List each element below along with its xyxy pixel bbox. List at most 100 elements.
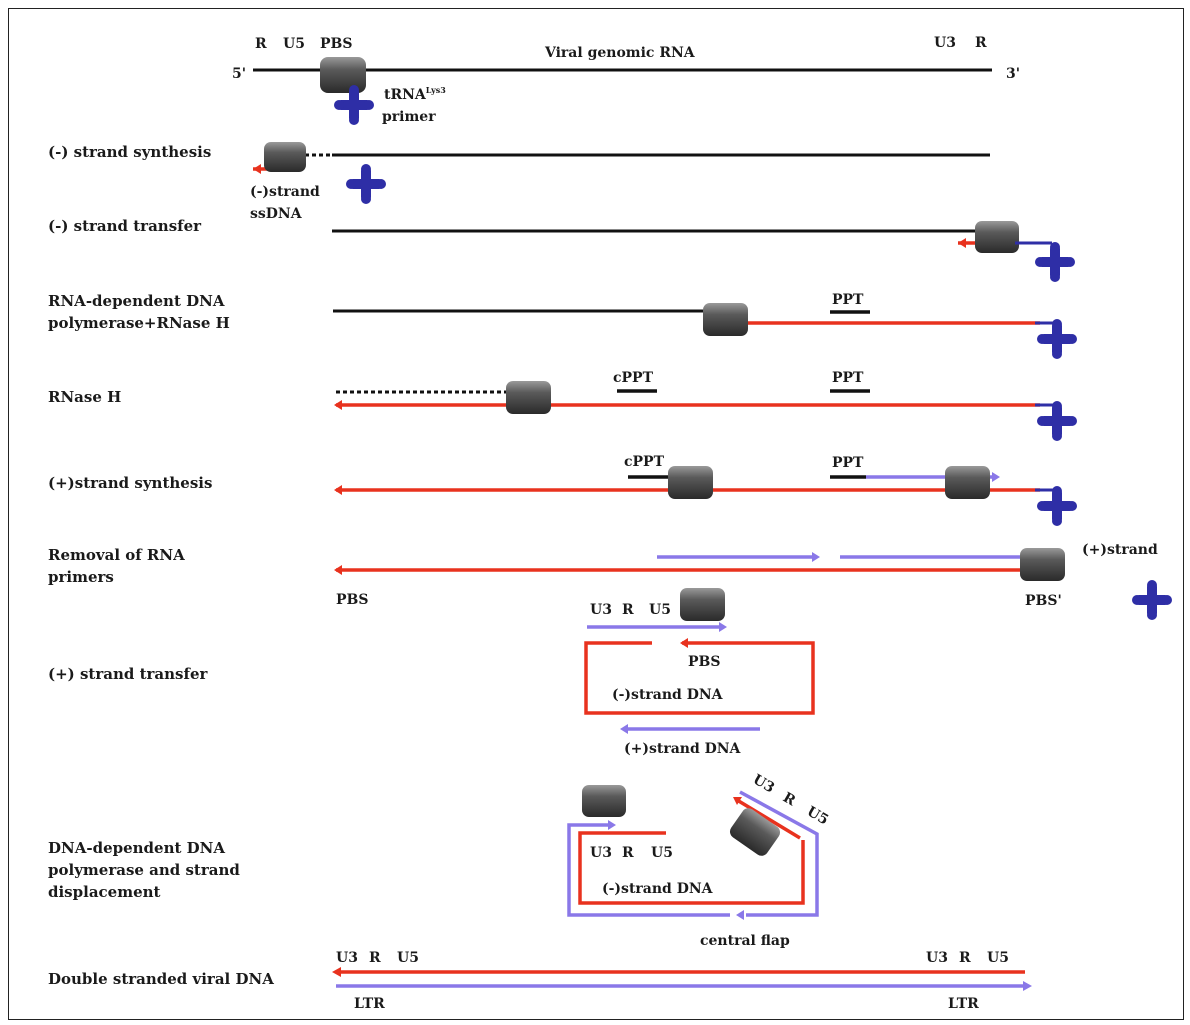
reverse-transcriptase-icon: [703, 303, 748, 336]
label-r: R: [622, 845, 634, 861]
label-u3: U3: [590, 602, 612, 618]
label-u5: U5: [651, 845, 673, 861]
label-ltr: LTR: [948, 996, 979, 1012]
label-ssdna: ssDNA: [250, 206, 303, 222]
minus-dna-loop: [584, 641, 815, 715]
row-minus-synthesis: (-)strand ssDNA: [250, 142, 990, 222]
row-rnase-h: cPPT PPT: [334, 370, 1077, 441]
label-trna: tRNALys3: [384, 85, 446, 103]
label-minus-strand-dna: (-)strand DNA: [612, 687, 724, 703]
label-u5: U5: [283, 36, 305, 52]
reverse-transcriptase-icon: [945, 466, 990, 499]
row-primer-removal: (+)strand PBS PBS': [334, 542, 1172, 620]
label-minus-strand: (-)strand: [250, 184, 320, 200]
step-label-minus-synthesis: (-) strand synthesis: [48, 143, 211, 161]
plus-dna-arrowhead: [608, 820, 616, 830]
label-u5: U5: [397, 950, 419, 966]
label-cppt: cPPT: [613, 370, 654, 386]
step-label-removal-1: Removal of RNA: [48, 546, 185, 564]
label-plus-strand-dna: (+)strand DNA: [624, 741, 742, 757]
plus-dna-arrowhead: [1023, 981, 1032, 991]
row-ddp: U3 R U5 (-)strand DNA U3 R U5 central fl…: [567, 772, 831, 949]
trna-primer-icon: [1037, 401, 1077, 441]
label-r: R: [622, 602, 634, 618]
label-u5: U5: [987, 950, 1009, 966]
plus-dna-arrowhead: [719, 622, 727, 632]
step-label-ddp-2: polymerase and strand: [48, 861, 240, 879]
label-pbs: PBS: [320, 36, 352, 52]
minus-dna-arrowhead: [334, 565, 342, 575]
label-u3: U3: [750, 772, 777, 797]
row-viral-rna: R U5 PBS Viral genomic RNA U3 R 5' 3' tR…: [232, 35, 1020, 125]
plus-dna-arrowhead: [736, 910, 744, 920]
step-label-plus-transfer: (+) strand transfer: [48, 665, 208, 683]
trna-primer-icon: [346, 164, 386, 204]
label-r: R: [369, 950, 381, 966]
step-label-ddp-1: DNA-dependent DNA: [48, 839, 225, 857]
row-plus-transfer: U3 R U5 PBS (-)strand DNA (+)strand DNA: [584, 588, 815, 757]
reverse-transcriptase-icon: [320, 57, 366, 93]
reverse-transcriptase-icon: [975, 221, 1019, 253]
label-minus-strand-dna: (-)strand DNA: [602, 881, 714, 897]
label-pbs-prime: PBS': [1025, 593, 1062, 609]
rnase-h-icon: [506, 381, 551, 414]
minus-dna-arrowhead: [332, 967, 341, 977]
plus-dna-arrowhead: [992, 472, 1000, 482]
reverse-transcriptase-icon: [1020, 548, 1065, 581]
label-ltr: LTR: [354, 996, 385, 1012]
step-label-rdp-1: RNA-dependent DNA: [48, 292, 225, 310]
label-r: R: [959, 950, 971, 966]
minus-dna-arrowhead: [334, 400, 342, 410]
label-primer: primer: [382, 109, 436, 125]
label-u3: U3: [926, 950, 948, 966]
step-label-removal-2: primers: [48, 568, 114, 586]
step-label-rdp-2: polymerase+RNase H: [48, 314, 230, 332]
trna-primer-icon: [1037, 486, 1077, 526]
label-3-prime: 3': [1006, 66, 1020, 82]
minus-ssdna-arrowhead: [958, 238, 966, 248]
label-ppt: PPT: [832, 370, 864, 386]
row-double-stranded: U3 R U5 U3 R U5 LTR LTR: [332, 950, 1032, 1012]
label-cppt: cPPT: [624, 454, 665, 470]
step-label-plus-synthesis: (+)strand synthesis: [48, 474, 212, 492]
label-pbs: PBS: [336, 592, 368, 608]
reverse-transcriptase-icon: [264, 142, 306, 172]
minus-dna-strand: [736, 798, 801, 840]
reverse-transcriptase-icon: [680, 588, 725, 621]
label-5-prime: 5': [232, 66, 246, 82]
step-label-ddp-3: displacement: [48, 883, 161, 901]
step-label-minus-transfer: (-) strand transfer: [48, 217, 202, 235]
reverse-transcriptase-icon: [582, 785, 626, 817]
label-u5: U5: [804, 804, 831, 829]
trna-primer-icon: [1037, 319, 1077, 359]
label-u5: U5: [649, 602, 671, 618]
trna-primer-icon: [1035, 242, 1075, 282]
step-label-rnase-h: RNase H: [48, 388, 121, 406]
label-r-3: R: [975, 35, 987, 51]
reverse-transcriptase-icon: [729, 808, 781, 856]
plus-dna-arrowhead: [620, 724, 628, 734]
minus-ssdna-arrowhead: [253, 164, 261, 174]
reverse-transcriptase-icon: [668, 466, 713, 499]
plus-dna-strand: [739, 790, 819, 917]
label-central-flap: central flap: [700, 933, 790, 949]
plus-dna-strand: [567, 823, 730, 917]
minus-dna-arrowhead: [733, 797, 742, 805]
diagram-frame: [8, 8, 1184, 1020]
label-u3: U3: [934, 35, 956, 51]
label-r: R: [780, 790, 798, 810]
label-ppt: PPT: [832, 292, 864, 308]
trna-primer-icon: [1132, 580, 1172, 620]
label-u3: U3: [336, 950, 358, 966]
minus-dna-arrowhead: [334, 485, 342, 495]
label-plus-strand: (+)strand: [1082, 542, 1158, 558]
label-r: R: [255, 36, 267, 52]
label-pbs: PBS: [688, 654, 720, 670]
row-rdp: PPT: [333, 292, 1077, 359]
step-label-double-stranded: Double stranded viral DNA: [48, 970, 274, 988]
label-u3: U3: [590, 845, 612, 861]
minus-dna-strand: [578, 831, 805, 905]
row-plus-synthesis: cPPT PPT: [334, 454, 1077, 526]
label-ppt: PPT: [832, 455, 864, 471]
